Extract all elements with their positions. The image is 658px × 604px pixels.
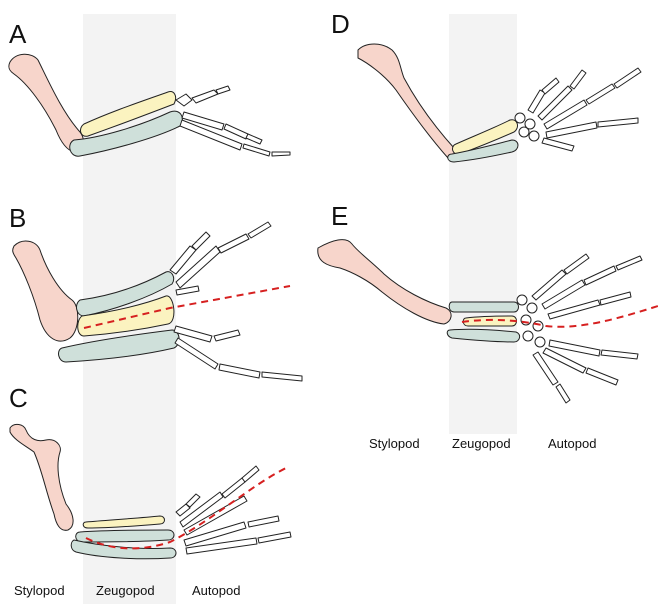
zone-label-stylopod-right: Stylopod [369,436,420,451]
panel-a-stylopod [9,54,84,152]
zone-label-zeugopod-left: Zeugopod [96,583,155,598]
panel-d-stylopod [358,44,456,158]
panel-e-stylopod [318,240,451,324]
panel-c-stylopod [10,424,73,530]
panel-label-d: D [331,11,350,37]
zone-label-autopod-left: Autopod [192,583,240,598]
panel-label-e: E [331,203,348,229]
panel-b-autopod [170,222,302,381]
zeugopod-band-right [449,14,517,434]
panel-label-c: C [9,385,28,411]
zone-label-zeugopod-right: Zeugopod [452,436,511,451]
panel-e-ulna-upper [449,302,518,312]
zone-label-stylopod-left: Stylopod [14,583,65,598]
panel-e-radius [463,316,516,326]
panel-label-a: A [9,21,26,47]
panel-d-autopod [515,68,641,151]
panel-a-autopod [176,86,290,156]
panel-label-b: B [9,205,26,231]
zone-label-autopod-right: Autopod [548,436,596,451]
panel-c-autopod [176,466,291,554]
panel-e-autopod [517,254,642,403]
panel-b-stylopod [13,241,78,341]
